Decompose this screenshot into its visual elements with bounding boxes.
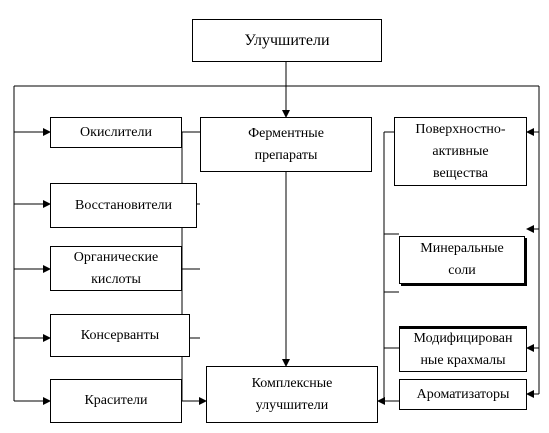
box-konservanty: Консерванты [50, 314, 190, 357]
box-okisliteli: Окислители [50, 117, 182, 148]
box-fermentnye-preparaty: Ферментные препараты [200, 117, 372, 172]
box-mineralnye-soli: Минеральные соли [399, 236, 525, 284]
box-poverkhnostno-aktivnye: Поверхностно- активные вещества [394, 117, 527, 186]
box-vosstanoviteli: Восстановители [50, 183, 197, 228]
box-krasiteli: Красители [50, 379, 182, 423]
box-aromatizatory: Ароматизаторы [399, 379, 527, 410]
root-box-uluchshiteli: Улучшители [192, 19, 382, 62]
box-organicheskie-kisloty: Органические кислоты [50, 246, 182, 291]
box-kompleksnye-uluchshiteli: Комплексные улучшители [206, 366, 378, 423]
box-modificirovannye-krakhmaly: Модифицирован ные крахмалы [399, 326, 527, 372]
